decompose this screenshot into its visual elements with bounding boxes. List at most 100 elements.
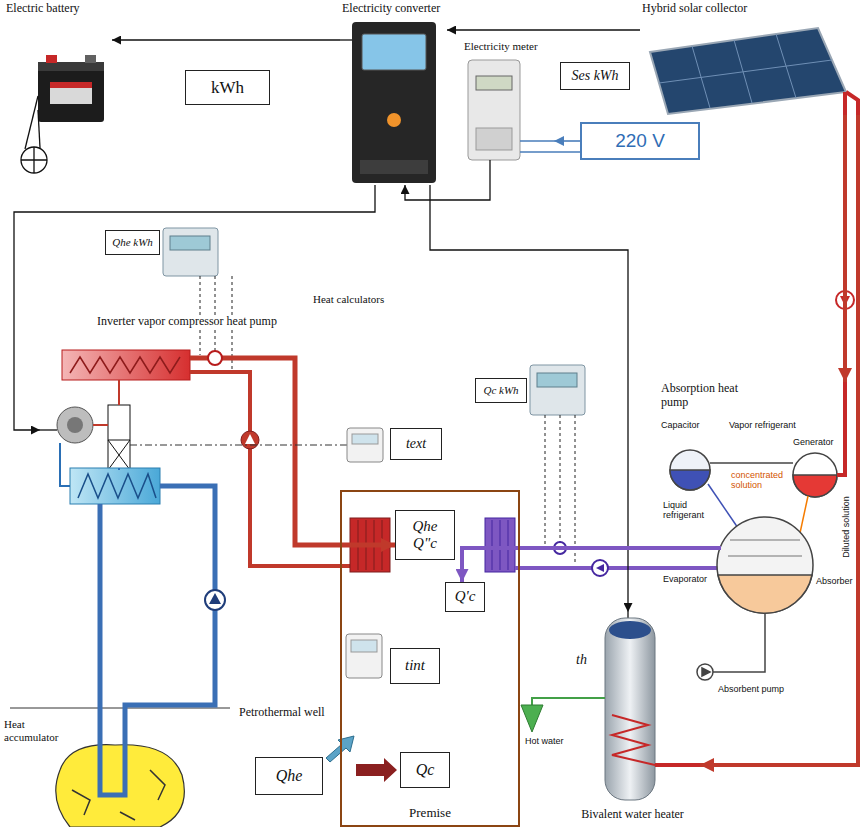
heat-meter-box: Qhe kWh	[105, 230, 160, 255]
room-equipment	[326, 428, 718, 782]
device-name: Electricity converter	[340, 2, 442, 16]
symbol-text: tint	[405, 657, 425, 674]
electricity-meter-icon	[489, 160, 490, 165]
solar-collector-icon	[650, 28, 846, 114]
reading-text: Qhe kWh	[112, 236, 153, 249]
heat-pump-icon	[93, 380, 119, 425]
room-name: Premise	[342, 806, 518, 821]
meter-reading-box: Ses kWh	[560, 62, 630, 90]
ground-loop-icon	[100, 486, 215, 795]
ground-loop-icon	[205, 590, 225, 610]
room-equipment	[515, 566, 718, 570]
room-box: Premise QheQ"cQ'c tintQc	[340, 490, 520, 827]
heat-pump-icon	[130, 445, 347, 446]
heat-calculator-icon	[170, 236, 210, 250]
symbol-text: Qhe	[276, 767, 303, 785]
part-label: Hot water	[524, 736, 565, 746]
converter-icon	[352, 22, 436, 183]
battery-icon	[38, 62, 104, 122]
battery-icon	[50, 82, 92, 88]
absorption-heat-pump-icon	[800, 496, 808, 533]
room-equipment	[485, 518, 515, 572]
absorption-heat-pump-icon	[717, 517, 813, 613]
heat-pump-icon	[78, 474, 156, 498]
meter-reading-box: kWh	[185, 70, 270, 105]
part-label: Evaporator	[662, 574, 708, 584]
ground-loop-icon	[10, 486, 230, 827]
battery-icon	[50, 82, 92, 104]
connector	[843, 115, 847, 382]
load-symbol	[25, 96, 38, 149]
ground-loop-icon	[209, 593, 221, 604]
connector	[14, 185, 375, 430]
symbol-text: Qc	[416, 761, 435, 779]
symbol-text: Qhe	[413, 518, 438, 535]
reading-text: kWh	[211, 78, 244, 98]
absorption-heat-pump-icon	[713, 613, 765, 672]
absorption-heat-pump-icon	[837, 382, 845, 475]
ground-loop-icon	[56, 745, 185, 827]
connector	[295, 510, 395, 545]
device-name: Absorption heat pump	[659, 382, 755, 410]
ground-loop-icon	[98, 504, 103, 510]
device-name: Bivalent water heater	[579, 808, 686, 822]
room-equipment	[351, 640, 377, 652]
heat-pump-icon	[40, 429, 57, 430]
battery-icon	[38, 62, 104, 71]
electricity-meter-icon	[520, 141, 580, 152]
device-name: Hybrid solar collector	[640, 2, 749, 16]
absorption-heat-pump-icon	[655, 546, 721, 550]
absorption-heat-pump-icon	[710, 462, 793, 464]
device-name: Electricity meter	[462, 40, 540, 53]
heat-pump-icon	[108, 405, 130, 470]
part-label: concentrated solution	[730, 470, 790, 491]
heat-calculator-icon	[537, 373, 577, 387]
device-box: Bivalent water heater	[565, 612, 700, 825]
heat-pump-icon	[108, 440, 130, 470]
battery-icon	[46, 55, 57, 63]
room-equipment	[346, 634, 382, 678]
part-label: Generator	[792, 437, 835, 447]
solar-collector-icon	[659, 34, 832, 108]
connector	[554, 140, 580, 142]
converter-icon	[387, 113, 401, 127]
heat-flow-box: Q'c	[445, 582, 485, 612]
absorption-heat-pump-icon	[670, 470, 710, 490]
room-equipment	[356, 758, 397, 782]
connector	[405, 165, 490, 200]
heat-pump-icon	[62, 350, 190, 380]
load-symbol	[21, 96, 47, 173]
voltage-text: 220 V	[615, 130, 665, 152]
device-name: Heat accumulator	[2, 718, 78, 743]
room-equipment	[596, 564, 604, 572]
part-label: Capacitor	[660, 420, 701, 430]
device-box: Heat accumulator	[2, 718, 182, 825]
room-equipment	[492, 520, 508, 570]
part-label: Diluted solution	[841, 495, 851, 559]
connector	[112, 39, 340, 40]
symbol-text: Q"c	[413, 535, 437, 552]
converter-icon	[362, 34, 426, 70]
part-label: Petrothermal well	[238, 706, 326, 720]
symbol-label: th	[575, 652, 588, 668]
water-heater-icon	[521, 612, 700, 800]
load-symbol	[21, 147, 47, 173]
heat-pump-icon	[60, 443, 119, 486]
heat-flow-box: QheQ"c	[395, 510, 455, 560]
water-heater-icon	[612, 715, 655, 765]
battery-icon	[85, 55, 96, 63]
part-label: Liquid refrigerant	[662, 500, 712, 521]
part-label: Absorber	[815, 576, 854, 586]
device-box: Electric battery	[4, 2, 112, 125]
connector	[700, 115, 858, 765]
water-heater-icon	[521, 705, 543, 732]
solar-collector-icon	[845, 92, 858, 115]
load-symbol	[38, 110, 40, 148]
heat-calculator-icon	[163, 228, 585, 564]
heat-pump-icon	[245, 434, 255, 444]
reading-text: Ses kWh	[571, 68, 618, 84]
part-label: Vapor refrigerant	[728, 420, 797, 430]
device-box: Electricity meter	[462, 40, 554, 165]
